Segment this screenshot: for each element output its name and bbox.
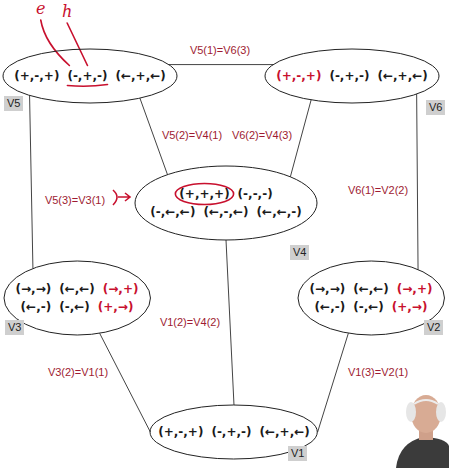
tuple-text: (-,←) bbox=[59, 300, 90, 315]
tuple-text: (←,←,-) bbox=[257, 205, 302, 220]
vertex-ellipse: (+,-,+)(-,+,-)(←,+,←)V6 bbox=[264, 48, 440, 104]
edge-label: V6(1)=V2(2) bbox=[346, 183, 410, 197]
edge-label: V5(2)=V4(1) bbox=[160, 128, 224, 142]
vertex-ellipse: (+,-,+)(-,+,-)(←,+,←)V5 bbox=[2, 48, 178, 104]
tuple-text: (←,+,←) bbox=[260, 425, 310, 440]
tuple-text: (←,-,←) bbox=[203, 205, 248, 220]
ellipse-outline bbox=[135, 166, 317, 240]
tuple-text: (←,+,←) bbox=[116, 69, 166, 84]
ellipse-outline bbox=[134, 165, 318, 241]
annotation-letter: h bbox=[62, 3, 72, 21]
edge-label: V3(2)=V1(1) bbox=[46, 365, 110, 379]
tuple-text: (→,+) bbox=[397, 282, 433, 297]
tuple-text: (+,+,+) bbox=[179, 187, 229, 202]
tuple-text: (→,→) bbox=[16, 282, 52, 297]
annotation-letter: e bbox=[36, 0, 45, 18]
ellipse-outline bbox=[3, 49, 177, 103]
tuple-text: (→,+) bbox=[103, 282, 139, 297]
edge-label: V5(3)=V3(1) bbox=[43, 193, 107, 207]
vertex-label: V1 bbox=[288, 446, 307, 461]
tuple-text: (-,←) bbox=[353, 300, 384, 315]
edge-label: V6(2)=V4(3) bbox=[230, 128, 294, 142]
tuple-text: (-,←,←) bbox=[150, 205, 195, 220]
tuple-text: (←,←) bbox=[353, 282, 389, 297]
edge-line bbox=[318, 333, 349, 432]
annotation-mark bbox=[113, 190, 117, 205]
tuple-text: (-,+,-) bbox=[67, 69, 107, 84]
vertex-label: V4 bbox=[290, 245, 309, 260]
tuple-text: (←,+,←) bbox=[378, 69, 428, 84]
ellipse-outline bbox=[297, 260, 445, 336]
tuple-text: (-,+,-) bbox=[211, 425, 251, 440]
edge-line bbox=[417, 94, 418, 270]
annotation-underline bbox=[67, 85, 107, 87]
edge-line bbox=[100, 333, 151, 432]
tuple-text: (←,-) bbox=[21, 300, 52, 315]
ellipse-outline bbox=[4, 261, 150, 335]
tuple-text: (+,-,+) bbox=[276, 69, 321, 84]
ellipse-outline bbox=[298, 261, 444, 335]
vertex-ellipse: (→,→) (←,←) (→,+) (←,-) (-,←) (+,→) V2 bbox=[297, 260, 445, 336]
tuple-text: (→,→) bbox=[310, 282, 346, 297]
edge-label: V1(2)=V4(2) bbox=[158, 315, 222, 329]
annotation-line bbox=[41, 20, 70, 66]
edge-label: V5(1)=V6(3) bbox=[188, 43, 252, 57]
vertex-ellipse: (+,-,+) (-,+,-) (←,+,←) V1 bbox=[149, 404, 318, 460]
tuple-text: (←,←) bbox=[59, 282, 95, 297]
tuple-text: (+,-,+) bbox=[158, 425, 203, 440]
annotation-arrow bbox=[118, 193, 130, 201]
vertex-label: V2 bbox=[424, 320, 443, 335]
edge-label: V1(3)=V2(1) bbox=[346, 365, 410, 379]
tuple-text: (+,→) bbox=[392, 300, 428, 315]
tuple-text: (+,-,+) bbox=[14, 69, 59, 84]
tuple-text: (←,-) bbox=[315, 300, 346, 315]
edge-line bbox=[226, 240, 234, 405]
annotation-line bbox=[67, 23, 87, 66]
vertex-ellipse: (→,→) (←,←) (→,+) (←,-) (-,←) (+,→) V3 bbox=[3, 260, 151, 336]
vertex-label: V6 bbox=[426, 100, 445, 115]
tuple-text: (-,+,-) bbox=[329, 69, 369, 84]
tuple-text: (+,→) bbox=[98, 300, 134, 315]
edge-line bbox=[30, 95, 33, 268]
tuple-text: (-,-,-) bbox=[238, 187, 273, 202]
vertex-ellipse: (+,+,+)(-,-,-)(-,←,←)(←,-,←)(←,←,-)V4 bbox=[134, 165, 318, 241]
edge-line bbox=[169, 64, 273, 65]
ellipse-outline bbox=[265, 49, 439, 103]
presenter-photo bbox=[396, 395, 449, 468]
vertex-label: V5 bbox=[4, 96, 23, 111]
annotation-circle bbox=[175, 184, 233, 205]
vertex-label: V3 bbox=[5, 320, 24, 335]
ellipse-outline bbox=[3, 260, 151, 336]
